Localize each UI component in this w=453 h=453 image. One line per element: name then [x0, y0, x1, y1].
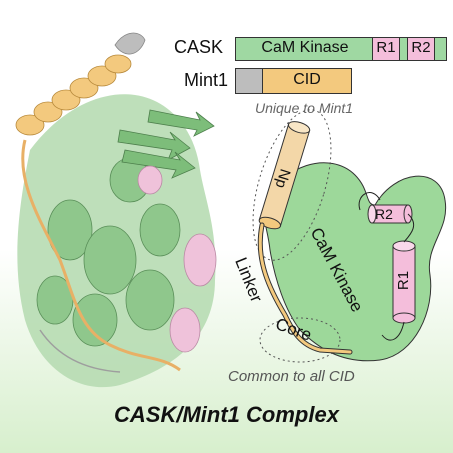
cask-label: CASK	[174, 37, 224, 57]
cask-r1-segment	[372, 37, 400, 61]
np-cylinder	[258, 121, 311, 230]
common-note: Common to all CID	[228, 368, 355, 385]
mint1-grey-segment	[235, 68, 263, 94]
mint1-cid-label: CID	[293, 71, 321, 88]
cask-r2-segment	[407, 37, 435, 61]
cask-r1-segment-label: R1	[376, 39, 396, 56]
mint1-cid-segment	[262, 68, 352, 94]
r2-label: R2	[375, 206, 393, 222]
cask-camk-segment-label: CaM Kinase	[261, 39, 349, 56]
unique-note: Unique to Mint1	[255, 100, 354, 116]
r1-cylinder	[392, 240, 416, 324]
r2-cylinder	[367, 204, 413, 224]
mint1-label: Mint1	[184, 70, 229, 90]
cask-r2-segment-label: R2	[411, 39, 431, 56]
r1-label: R1	[395, 270, 413, 291]
common-region-outline	[259, 317, 341, 363]
unique-region-outline	[252, 109, 332, 261]
figure-title: CASK/Mint1 Complex	[114, 402, 339, 427]
